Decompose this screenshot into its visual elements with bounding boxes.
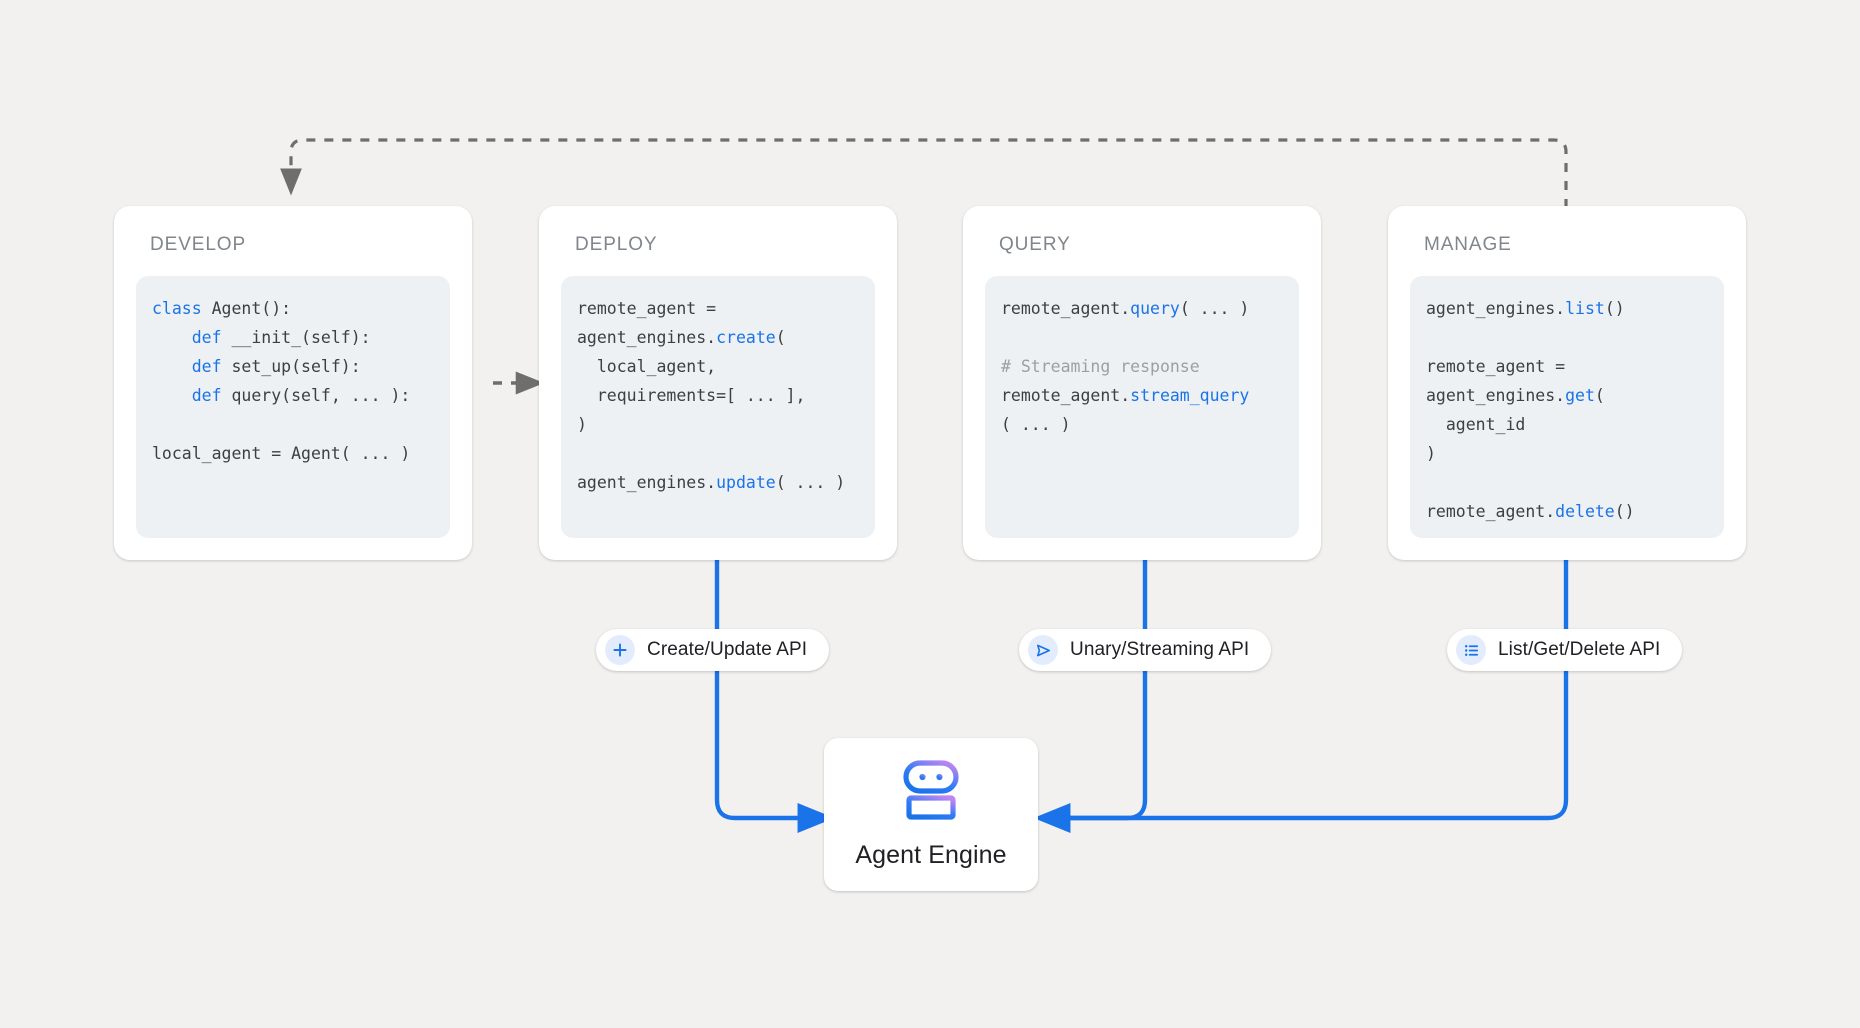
code-line: remote_agent.stream_query <box>1001 386 1250 405</box>
code-line <box>152 410 434 439</box>
plus-icon <box>605 635 635 665</box>
robot-icon <box>899 759 963 827</box>
code-text: agent_engines.list() remote_agent = agent… <box>1426 294 1708 526</box>
code-block-query: remote_agent.query( ... ) # Streaming re… <box>985 276 1299 538</box>
stage-card-manage[interactable]: MANAGE agent_engines.list() remote_agent… <box>1388 206 1746 560</box>
stage-card-query[interactable]: QUERY remote_agent.query( ... ) # Stream… <box>963 206 1321 560</box>
stage-card-deploy[interactable]: DEPLOY remote_agent = agent_engines.creat… <box>539 206 897 560</box>
card-title-deploy: DEPLOY <box>575 234 658 255</box>
send-icon <box>1028 635 1058 665</box>
code-line <box>1426 468 1708 497</box>
api-pill-label: Unary/Streaming API <box>1070 639 1250 660</box>
api-pill-label: List/Get/Delete API <box>1498 639 1661 660</box>
code-text: remote_agent.query( ... ) # Streaming re… <box>1001 294 1283 439</box>
code-line: ) <box>1426 444 1436 463</box>
code-block-manage: agent_engines.list() remote_agent = agent… <box>1410 276 1724 538</box>
api-pill-list-get-delete[interactable]: List/Get/Delete API <box>1447 629 1683 671</box>
code-line: remote_agent.query( ... ) <box>1001 299 1250 318</box>
card-title-develop: DEVELOP <box>150 234 247 255</box>
code-line: def __init_(self): <box>191 328 371 347</box>
code-line: requirements=[ ... ], <box>577 386 806 405</box>
code-line: def query(self, ... ): <box>191 386 411 405</box>
code-line: local_agent, <box>577 357 717 376</box>
code-line: remote_agent = <box>577 299 717 318</box>
api-pill-label: Create/Update API <box>647 639 808 660</box>
code-line: agent_engines.update( ... ) <box>577 473 846 492</box>
code-line: ( ... ) <box>1001 415 1071 434</box>
code-line: class Agent(): <box>152 299 292 318</box>
agent-engine-label: Agent Engine <box>855 840 1007 869</box>
line-deploy-to-engine <box>714 560 835 833</box>
agent-engine-node[interactable]: Agent Engine <box>824 738 1038 891</box>
card-title-query: QUERY <box>999 234 1071 255</box>
api-pill-create-update[interactable]: Create/Update API <box>596 629 830 671</box>
code-line: agent_id <box>1426 415 1526 434</box>
code-line: remote_agent = <box>1426 357 1566 376</box>
code-line: ) <box>577 415 587 434</box>
api-pill-unary-streaming[interactable]: Unary/Streaming API <box>1019 629 1272 671</box>
code-line: local_agent = Agent( ... ) <box>152 444 411 463</box>
list-icon <box>1456 635 1486 665</box>
code-line: def set_up(self): <box>191 357 361 376</box>
line-manage-to-engine <box>1052 560 1569 821</box>
stage-card-develop[interactable]: DEVELOP class Agent(): def __init_(self)… <box>114 206 472 560</box>
code-line: agent_engines.get( <box>1426 386 1605 405</box>
line-query-to-engine <box>1033 560 1148 833</box>
card-title-manage: MANAGE <box>1424 234 1512 255</box>
code-text: class Agent(): def __init_(self): def se… <box>152 294 434 468</box>
code-line <box>577 439 859 468</box>
code-line: remote_agent.delete() <box>1426 502 1635 521</box>
code-block-develop: class Agent(): def __init_(self): def se… <box>136 276 450 538</box>
code-line: agent_engines.list() <box>1426 299 1625 318</box>
feedback-loop-arrow <box>280 138 1568 208</box>
code-line <box>1426 323 1708 352</box>
code-line: agent_engines.create( <box>577 328 786 347</box>
code-line <box>1001 323 1283 352</box>
code-block-deploy: remote_agent = agent_engines.create( loca… <box>561 276 875 538</box>
code-line: # Streaming response <box>1001 357 1200 376</box>
code-text: remote_agent = agent_engines.create( loca… <box>577 294 859 497</box>
